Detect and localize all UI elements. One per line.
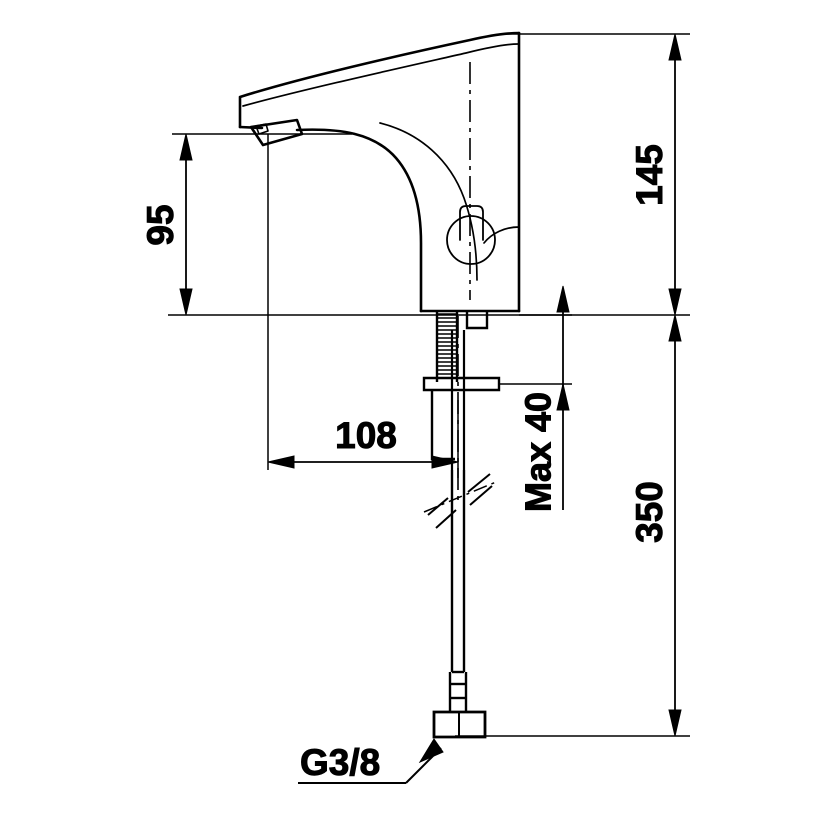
dim-350-label: 350 <box>629 481 670 543</box>
centerline-group <box>457 62 471 500</box>
dim-350-arrow-bottom <box>668 709 682 737</box>
dim-95-arrow-top <box>179 133 193 161</box>
hex-connector-body <box>432 710 487 739</box>
supply-hose-group <box>423 470 497 712</box>
spout-underside-curve <box>295 128 423 313</box>
control-button-circle <box>446 215 496 265</box>
threaded-shank-outline <box>435 311 459 382</box>
sensor-window-inner-facet <box>255 123 269 135</box>
shank-side-connector <box>465 311 489 330</box>
dim-108-arrow-right <box>431 455 459 469</box>
dimension-108-group: 108 <box>267 414 459 469</box>
body-lower-right-curve <box>483 226 520 244</box>
hose-end-sleeve-outline <box>448 672 468 712</box>
mounting-washer-plate <box>422 376 501 392</box>
dim-108-arrow-left <box>267 455 295 469</box>
dim-95-label: 95 <box>140 204 181 245</box>
shank-inner-tube <box>450 330 466 470</box>
break-line-symbol <box>427 473 493 529</box>
dim-max40-arrow-lower <box>556 383 570 411</box>
spout-upper-shell-outline <box>238 31 521 129</box>
dim-95-arrow-bottom <box>179 288 193 316</box>
dim-145-arrow-top <box>668 33 682 61</box>
hex-connector-group <box>432 710 487 739</box>
hose-break-centerline <box>423 481 497 513</box>
g38-leader-arrowhead <box>418 738 444 764</box>
dim-max40-arrow-top <box>556 285 570 313</box>
spout-upper-shell-inner-line <box>242 43 519 107</box>
dim-350-arrow-top <box>668 314 682 342</box>
annotation-g38-group: G3/8 <box>298 738 444 784</box>
g38-annotation-label: G3/8 <box>300 742 380 783</box>
dimension-145-group: 145 <box>628 33 682 316</box>
control-button-slot <box>459 205 484 241</box>
body-inner-blend-curve <box>379 122 478 281</box>
dimension-95-group: 95 <box>139 133 193 316</box>
dimension-350-group: 350 <box>628 314 682 737</box>
mounting-shank-group <box>422 311 501 470</box>
dim-145-label: 145 <box>629 144 670 206</box>
dim-max40-label: Max 40 <box>518 392 559 512</box>
dim-145-arrow-bottom <box>668 288 682 316</box>
dim-108-label: 108 <box>335 415 397 456</box>
dimension-max40-group: Max 40 <box>517 285 570 513</box>
